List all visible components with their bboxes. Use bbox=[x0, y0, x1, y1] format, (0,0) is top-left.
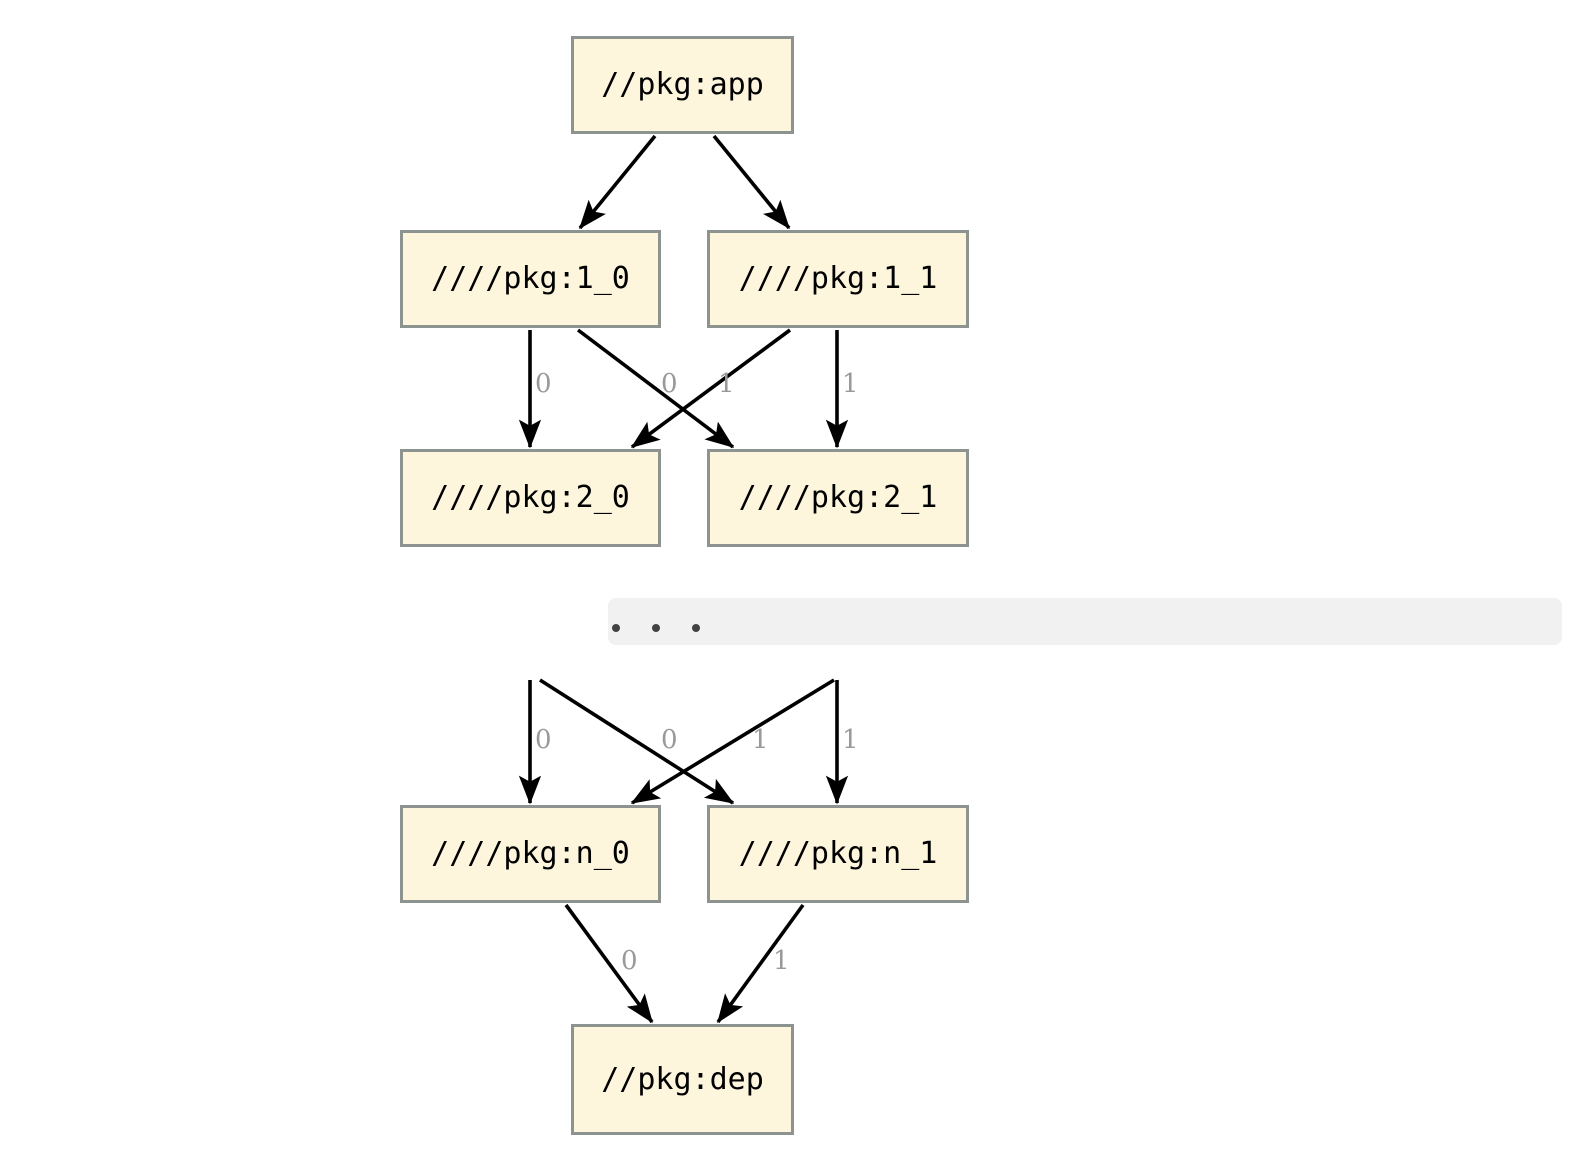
edge-label: 1 bbox=[752, 725, 769, 755]
edge-nn_0-to-dep bbox=[564, 903, 654, 1024]
edge-nn_1-to-dep bbox=[716, 903, 805, 1024]
edge-app-to-n1_1 bbox=[712, 134, 791, 230]
ellipsis-band bbox=[608, 598, 1562, 645]
node-n2_0[interactable]: ////pkg:2_0 bbox=[400, 449, 661, 547]
ellipsis-dot-1 bbox=[612, 624, 620, 632]
node-n1_0[interactable]: ////pkg:1_0 bbox=[400, 230, 661, 328]
edge-label: 1 bbox=[718, 369, 735, 399]
ellipsis-dot-2 bbox=[652, 624, 660, 632]
node-n1_1[interactable]: ////pkg:1_1 bbox=[707, 230, 969, 328]
node-label: ////pkg:1_0 bbox=[431, 261, 630, 296]
node-dep[interactable]: //pkg:dep bbox=[571, 1024, 794, 1135]
edge-label: 0 bbox=[535, 725, 552, 755]
node-label: ////pkg:n_1 bbox=[738, 836, 938, 871]
edge-n1_0-to-n2_1 bbox=[576, 328, 735, 449]
ellipsis-dot-3 bbox=[692, 624, 700, 632]
edge-src-to-nn_1 bbox=[539, 678, 735, 805]
edge-app-to-n1_0 bbox=[578, 134, 657, 230]
edge-label: 1 bbox=[842, 725, 859, 755]
node-label: ////pkg:2_1 bbox=[738, 480, 938, 515]
node-label: ////pkg:1_1 bbox=[738, 261, 938, 296]
node-label: ////pkg:n_0 bbox=[431, 836, 630, 871]
node-nn_1[interactable]: ////pkg:n_1 bbox=[707, 805, 969, 903]
edge-label: 0 bbox=[661, 725, 678, 755]
edge-n1_1-to-n2_0 bbox=[630, 328, 792, 449]
edge-src-to-nn_0 bbox=[630, 678, 835, 805]
node-label: //pkg:app bbox=[601, 67, 764, 102]
edge-label: 0 bbox=[621, 946, 638, 976]
node-label: //pkg:dep bbox=[601, 1061, 764, 1097]
ellipsis-dots bbox=[612, 624, 732, 632]
node-label: ////pkg:2_0 bbox=[431, 480, 630, 515]
edge-label: 1 bbox=[842, 369, 859, 399]
node-n2_1[interactable]: ////pkg:2_1 bbox=[707, 449, 969, 547]
node-nn_0[interactable]: ////pkg:n_0 bbox=[400, 805, 661, 903]
edge-label: 1 bbox=[773, 946, 790, 976]
node-app[interactable]: //pkg:app bbox=[571, 36, 794, 134]
edge-label: 0 bbox=[535, 369, 552, 399]
edge-label: 0 bbox=[661, 369, 678, 399]
